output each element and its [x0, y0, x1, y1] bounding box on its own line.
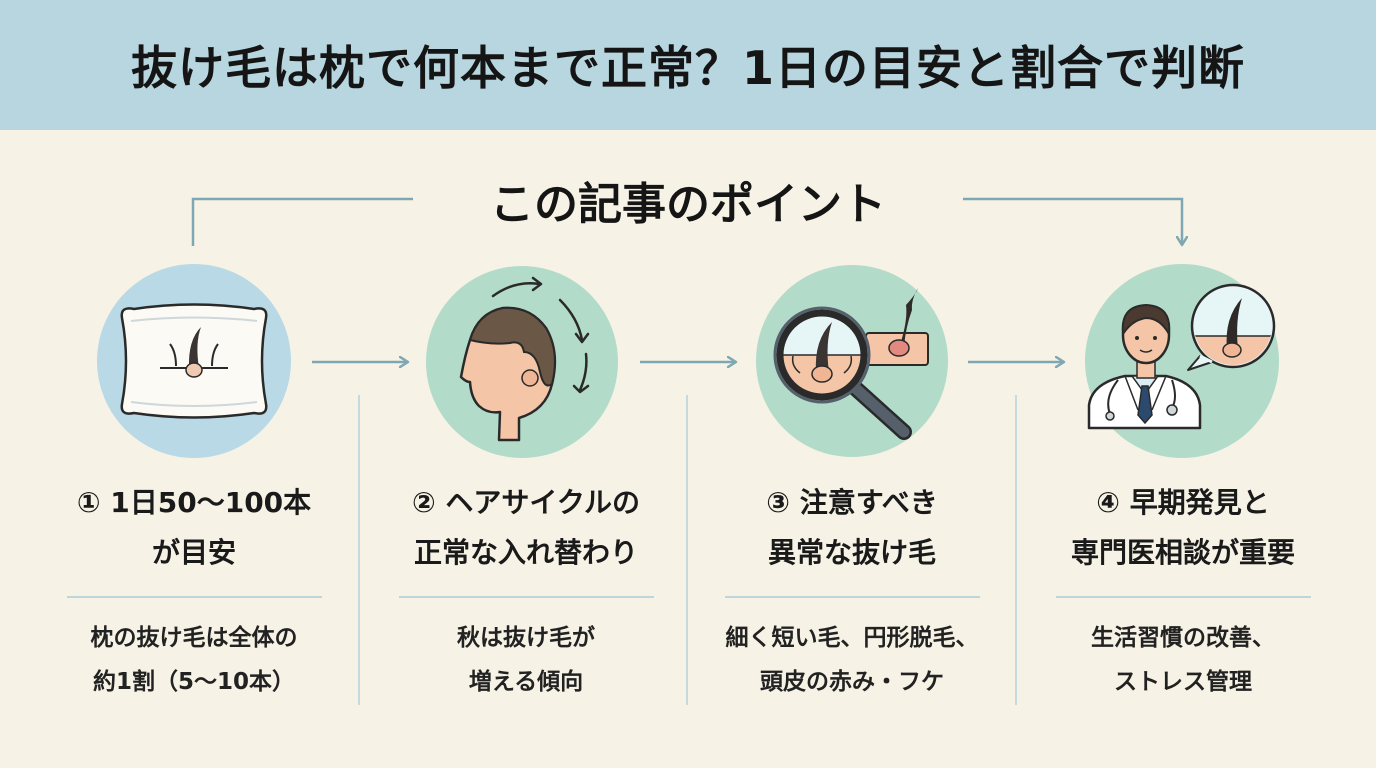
point-2: ② ヘアサイクルの 正常な入れ替わり 秋は抜け毛が 増える傾向 [376, 478, 676, 704]
point-2-heading-line1: ② ヘアサイクルの [411, 486, 641, 519]
point-1-heading-line2: が目安 [151, 536, 236, 569]
point-4-rule [1055, 596, 1311, 598]
point-3: ③ 注意すべき 異常な抜け毛 細く短い毛、円形脱毛、 頭皮の赤み・フケ [702, 478, 1002, 704]
point-4-desc-line2: ストレス管理 [1114, 669, 1252, 695]
point-4: ④ 早期発見と 専門医相談が重要 生活習慣の改善、 ストレス管理 [1033, 478, 1333, 704]
point-2-desc-line2: 増える傾向 [468, 669, 584, 695]
page-title: 抜け毛は枕で何本まで正常？1日の目安と割合で判断 [130, 41, 1245, 95]
point-4-heading-line2: 専門医相談が重要 [1070, 536, 1295, 569]
section-subtitle: この記事のポイント [490, 179, 886, 230]
point-3-rule [724, 596, 980, 598]
point-3-heading-line2: 異常な抜け毛 [767, 536, 936, 569]
point-1-heading-line1: ① 1日50〜100本 [76, 486, 312, 519]
point-2-rule [398, 596, 654, 598]
title-banner: 抜け毛は枕で何本まで正常？1日の目安と割合で判断 [0, 0, 1376, 130]
point-1-desc-line1: 枕の抜け毛は全体の [90, 625, 298, 651]
point-4-heading-line1: ④ 早期発見と [1096, 486, 1270, 519]
point-3-heading-line1: ③ 注意すべき [766, 486, 938, 519]
point-1-desc-line2: 約1割（5〜10本） [92, 669, 295, 695]
flow-bracket [191, 197, 1182, 246]
head-cycle-icon [426, 266, 618, 458]
point-1-rule [66, 596, 322, 598]
point-4-desc-line1: 生活習慣の改善、 [1091, 625, 1275, 651]
point-2-heading-line2: 正常な入れ替わり [413, 536, 638, 569]
point-2-desc-line1: 秋は抜け毛が [457, 625, 595, 651]
magnifier-scalp-icon [756, 265, 948, 457]
point-3-desc-line2: 頭皮の赤み・フケ [760, 669, 944, 695]
point-3-desc-line1: 細く短い毛、円形脱毛、 [725, 625, 979, 651]
doctor-icon [1085, 264, 1279, 458]
point-1: ① 1日50〜100本 が目安 枕の抜け毛は全体の 約1割（5〜10本） [44, 478, 344, 704]
pillow-hair-icon [97, 264, 291, 458]
